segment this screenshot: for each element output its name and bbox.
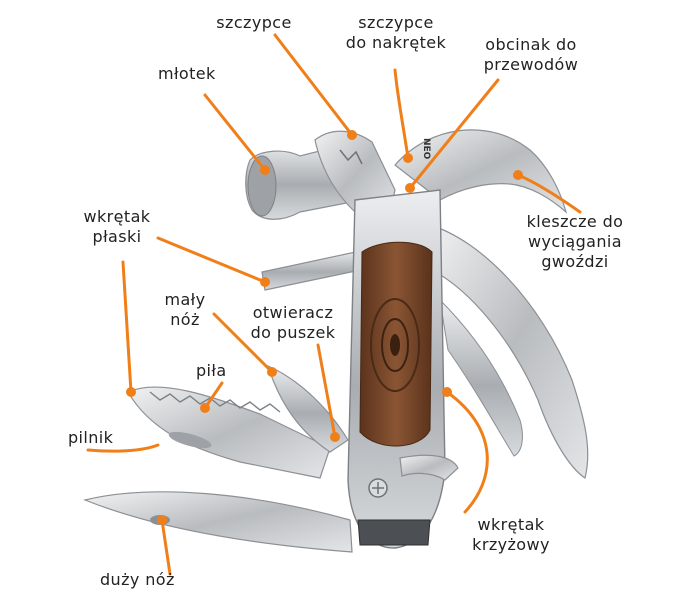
label-wire-cutter: obcinak do przewodów (483, 35, 579, 74)
label-saw: piła (196, 361, 227, 380)
label-hammer: młotek (158, 64, 216, 83)
brand-logo: NEO (421, 138, 431, 160)
label-file: pilnik (68, 428, 114, 447)
label-nut-pliers: szczypce do nakrętek (345, 13, 447, 52)
big-knife-blade (83, 491, 353, 553)
label-flat-screwdriver: wkrętak płaski (83, 207, 151, 246)
small-knife-blade (267, 364, 349, 453)
label-small-knife: mały nóż (164, 290, 206, 329)
label-pliers: szczypce (216, 13, 292, 32)
phillips-screwdriver (399, 454, 459, 481)
label-nail-puller: kleszcze do wyciągania gwoździ (526, 212, 624, 271)
label-big-knife: duży nóż (100, 570, 175, 589)
label-can-opener: otwieracz do puszek (250, 303, 336, 342)
file-saw-blade (127, 386, 331, 479)
nail-puller-arm (429, 224, 589, 479)
label-phillips-screwdriver: wkrętak krzyżowy (472, 515, 550, 554)
callout-lines (86, 33, 582, 576)
